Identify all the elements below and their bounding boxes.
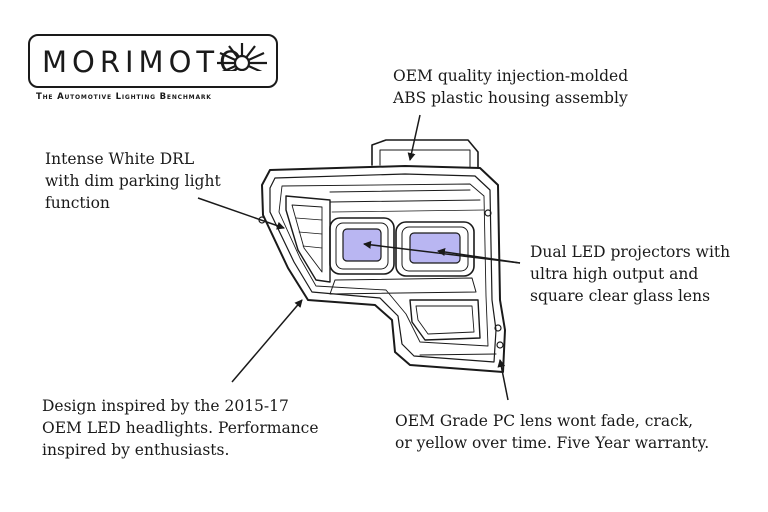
callout-line: with dim parking light — [45, 172, 221, 190]
callout-line: Dual LED projectors with — [530, 243, 731, 261]
callout-line: OEM LED headlights. Performance — [42, 419, 319, 437]
brand-name: MORIMOTO — [42, 45, 247, 79]
callout-line: OEM Grade PC lens wont fade, crack, — [395, 412, 694, 430]
callout-line: inspired by enthusiasts. — [42, 441, 230, 459]
callout-line: OEM quality injection-molded — [393, 67, 629, 85]
callout-design: Design inspired by the 2015-17 OEM LED h… — [42, 395, 319, 461]
callout-drl: Intense White DRL with dim parking light… — [45, 148, 221, 214]
callout-line: square clear glass lens — [530, 287, 711, 305]
callout-projectors: Dual LED projectors with ultra high outp… — [530, 241, 730, 307]
callout-line: or yellow over time. Five Year warranty. — [395, 434, 710, 452]
callout-lens: OEM Grade PC lens wont fade, crack, or y… — [395, 410, 709, 454]
callout-line: function — [45, 194, 110, 212]
sun-icon — [215, 43, 269, 81]
callout-housing: OEM quality injection-molded ABS plastic… — [393, 65, 628, 109]
brand-tagline: The Automotive Lighting Benchmark — [36, 92, 212, 102]
brand-logo: MORIMOTO — [28, 34, 278, 88]
callout-line: ABS plastic housing assembly — [393, 89, 628, 107]
callout-line: ultra high output and — [530, 265, 699, 283]
callout-line: Intense White DRL — [45, 150, 195, 168]
callout-line: Design inspired by the 2015-17 — [42, 397, 289, 415]
